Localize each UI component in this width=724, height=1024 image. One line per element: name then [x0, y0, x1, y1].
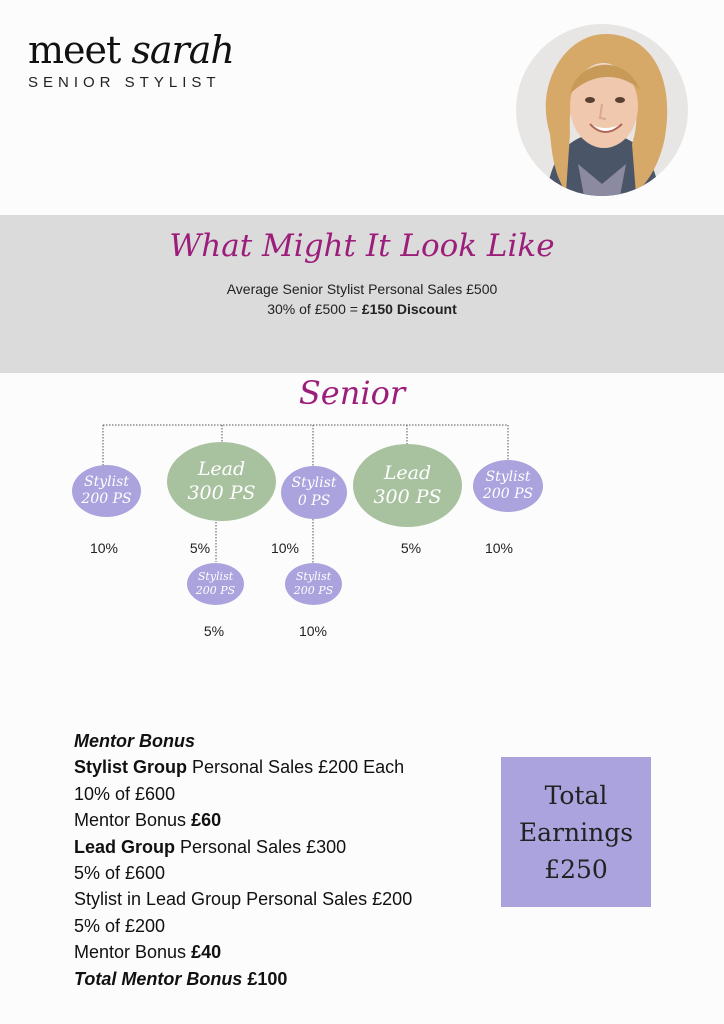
- pct-lead-1: 5%: [189, 540, 211, 556]
- profile-photo: [516, 24, 688, 196]
- banner-title: What Might It Look Like: [169, 228, 555, 264]
- node-type: Lead: [383, 461, 432, 484]
- brand-meet-word: meet: [28, 28, 121, 72]
- node-stylist-3: Stylist 200 PS: [473, 460, 543, 512]
- info-banner: [0, 215, 724, 373]
- banner-line-sales: Average Senior Stylist Personal Sales £5…: [226, 281, 498, 297]
- lead-bonus-line: Mentor Bonus £40: [74, 942, 222, 963]
- stylist-calc-line: 10% of £600: [74, 783, 176, 804]
- discount-prefix: 30% of £500 =: [267, 301, 362, 317]
- node-ps: 300 PS: [187, 481, 256, 504]
- role-subtitle: SENIOR STYLIST: [28, 74, 221, 91]
- pct-lead-2: 5%: [400, 540, 422, 556]
- node-stylist-2: Stylist 0 PS: [281, 466, 347, 519]
- node-ps: 200 PS: [195, 584, 236, 597]
- pct-sub-stylist-1: 5%: [203, 623, 225, 639]
- pct-stylist-3: 10%: [484, 540, 514, 556]
- banner-line-discount: 30% of £500 = £150 Discount: [0, 301, 724, 317]
- pct-stylist-2: 10%: [270, 540, 300, 556]
- discount-value: £150 Discount: [361, 301, 457, 317]
- total-mentor-bonus-line: Total Mentor Bonus £100: [74, 968, 288, 989]
- bonus-heading: Mentor Bonus: [74, 731, 195, 751]
- node-sub-stylist-2: Stylist 200 PS: [285, 563, 342, 605]
- node-type: Stylist: [197, 570, 234, 584]
- node-ps: 0 PS: [297, 492, 331, 509]
- brand-name: sarah: [131, 28, 234, 72]
- node-ps: 200 PS: [293, 584, 334, 597]
- node-type: Stylist: [485, 468, 531, 485]
- node-lead-2: Lead 300 PS: [353, 444, 462, 527]
- lead-calc-line: 5% of £600: [74, 863, 166, 884]
- pct-sub-stylist-2: 10%: [298, 623, 328, 639]
- node-sub-stylist-1: Stylist 200 PS: [187, 563, 244, 605]
- lead-stylist-calc-line: 5% of £200: [74, 915, 166, 936]
- node-stylist-1: Stylist 200 PS: [72, 465, 141, 517]
- total-earnings-box: Total Earnings £250: [501, 757, 651, 907]
- node-type: Stylist: [291, 475, 337, 491]
- node-ps: 200 PS: [81, 491, 132, 507]
- node-ps: 300 PS: [373, 485, 442, 508]
- total-earnings-line1: Total: [544, 780, 608, 810]
- lead-group-line: Lead Group Personal Sales £300: [74, 836, 347, 857]
- lead-stylist-line: Stylist in Lead Group Personal Sales £20…: [74, 889, 413, 910]
- total-earnings-line2: Earnings: [518, 817, 634, 847]
- stylist-bonus-line: Mentor Bonus £60: [74, 810, 222, 831]
- mentor-bonus-breakdown: Mentor Bonus Stylist Group Personal Sale…: [74, 728, 412, 992]
- brand-title: meet sarah: [28, 28, 235, 72]
- node-lead-1: Lead 300 PS: [167, 442, 276, 521]
- stylist-group-line: Stylist Group Personal Sales £200 Each: [74, 757, 405, 778]
- total-earnings-value: £250: [544, 854, 608, 884]
- node-ps: 200 PS: [482, 486, 534, 502]
- node-type: Stylist: [295, 570, 332, 584]
- node-type: Lead: [197, 457, 246, 480]
- pct-stylist-1: 10%: [89, 540, 119, 556]
- node-type: Stylist: [84, 473, 129, 490]
- tier-title: Senior: [298, 374, 406, 412]
